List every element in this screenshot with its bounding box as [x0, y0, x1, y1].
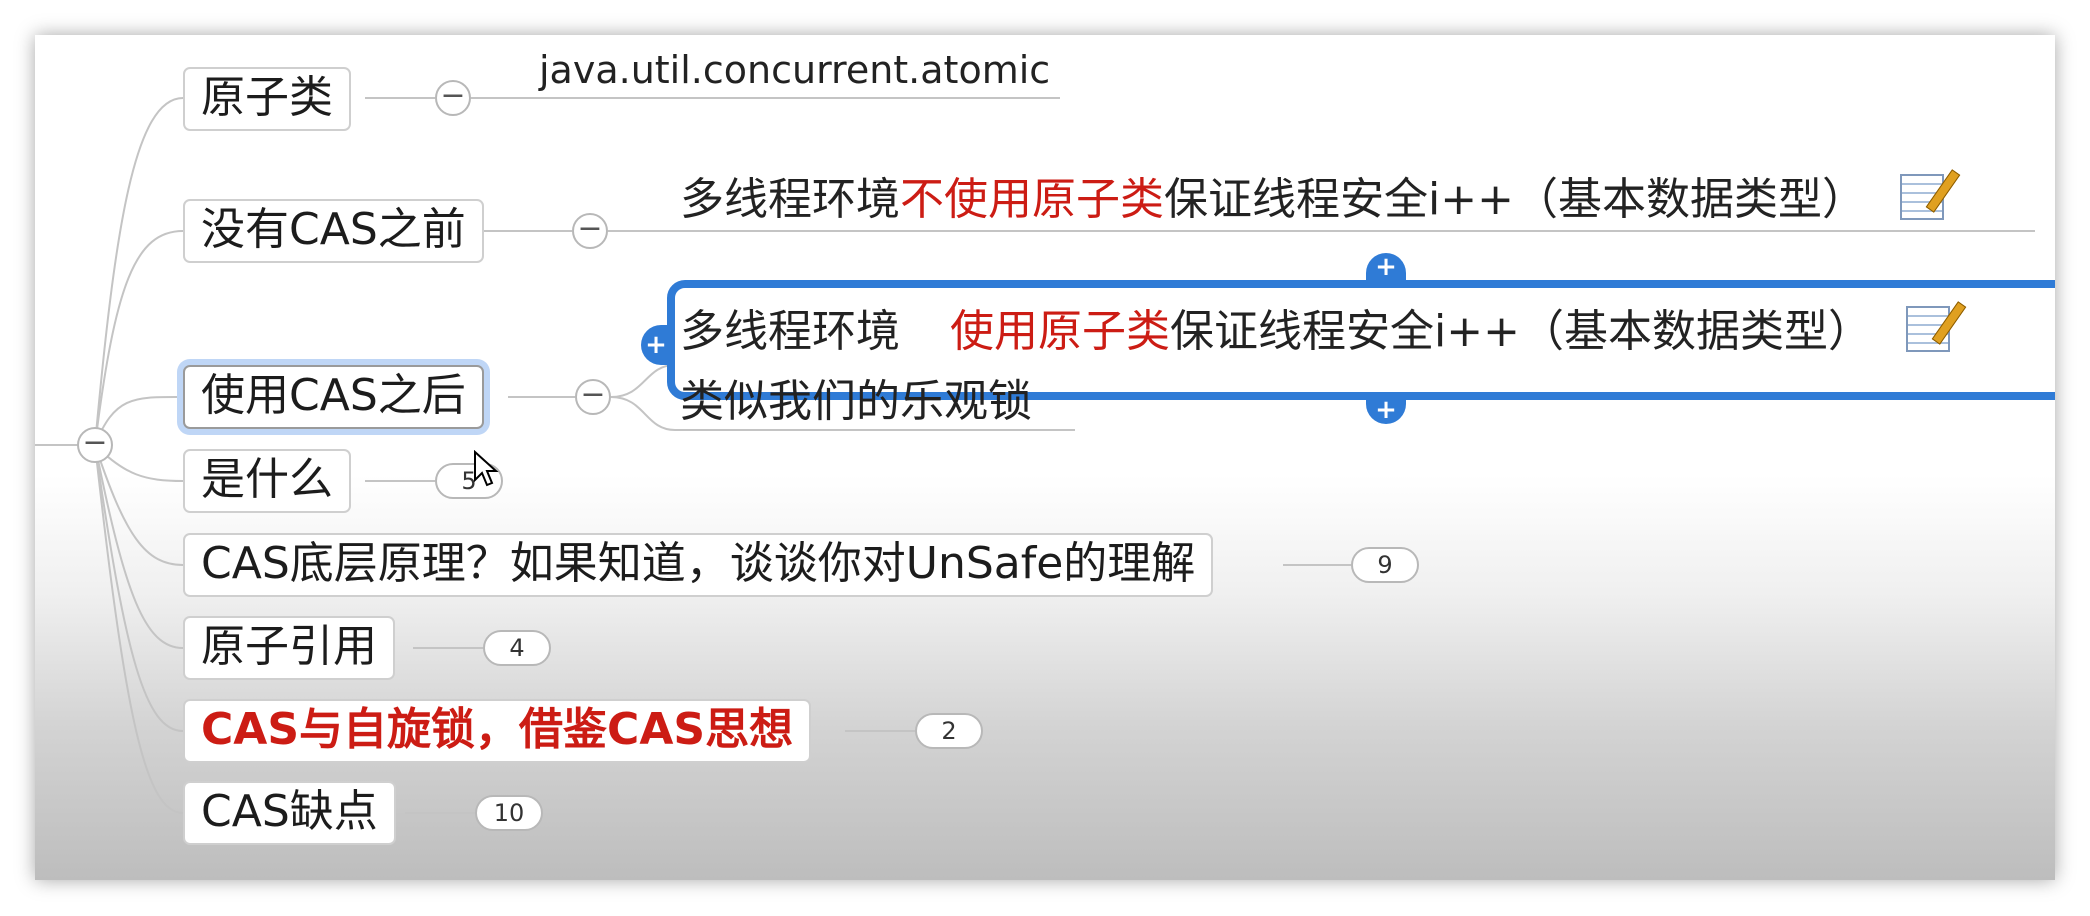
before-cas-text-highlight: 不使用原子类 — [900, 174, 1164, 225]
cas-spinlock-child-count[interactable]: 2 — [915, 713, 983, 749]
cas-drawbacks-child-count[interactable]: 10 — [475, 795, 543, 831]
after-cas-collapse-toggle[interactable]: − — [575, 379, 611, 415]
after-cas-text-highlight: 使用原子类 — [950, 306, 1170, 357]
add-topic-above-handle[interactable]: + — [1366, 253, 1406, 281]
root-collapse-toggle[interactable]: − — [77, 427, 113, 463]
note-icon[interactable] — [1899, 169, 1961, 220]
cas-internals-child-count[interactable]: 9 — [1351, 547, 1419, 583]
topic-before-cas[interactable]: 没有CAS之前 — [183, 199, 484, 263]
after-cas-text-a: 多线程环境 — [680, 306, 900, 357]
before-cas-text-a: 多线程环境 — [680, 174, 900, 225]
add-topic-left-handle[interactable]: + — [641, 325, 671, 365]
topic-what-is[interactable]: 是什么 — [183, 449, 351, 513]
topic-atomic-reference[interactable]: 原子引用 — [183, 616, 395, 680]
connector-lines — [35, 97, 2035, 814]
before-cas-detail[interactable]: 多线程环境不使用原子类保证线程安全i++（基本数据类型） — [680, 169, 1961, 227]
topic-after-cas[interactable]: 使用CAS之后 — [183, 365, 484, 429]
mindmap-canvas: − 原子类 − java.util.concurrent.atomic 没有CA… — [35, 35, 2055, 880]
note-icon[interactable] — [1905, 301, 1967, 352]
topic-cas-spinlock[interactable]: CAS与自旋锁，借鉴CAS思想 — [183, 699, 812, 763]
selected-topic-frame[interactable] — [667, 280, 2055, 400]
before-cas-collapse-toggle[interactable]: − — [572, 213, 608, 249]
after-cas-text-c: 保证线程安全i++（基本数据类型） — [1170, 306, 1872, 357]
topic-cas-drawbacks[interactable]: CAS缺点 — [183, 781, 396, 845]
optimistic-lock-label[interactable]: 类似我们的乐观锁 — [680, 376, 1032, 427]
atomic-reference-child-count[interactable]: 4 — [483, 630, 551, 666]
topic-cas-internals[interactable]: CAS底层原理？如果知道，谈谈你对UnSafe的理解 — [183, 533, 1214, 597]
after-cas-detail[interactable]: 多线程环境使用原子类保证线程安全i++（基本数据类型） — [680, 301, 1967, 359]
topic-atomic-classes[interactable]: 原子类 — [183, 67, 351, 131]
atomic-package-label[interactable]: java.util.concurrent.atomic — [539, 48, 1051, 92]
before-cas-text-c: 保证线程安全i++（基本数据类型） — [1164, 174, 1866, 225]
atomic-collapse-toggle[interactable]: − — [435, 80, 471, 116]
mouse-cursor-icon — [474, 450, 499, 487]
